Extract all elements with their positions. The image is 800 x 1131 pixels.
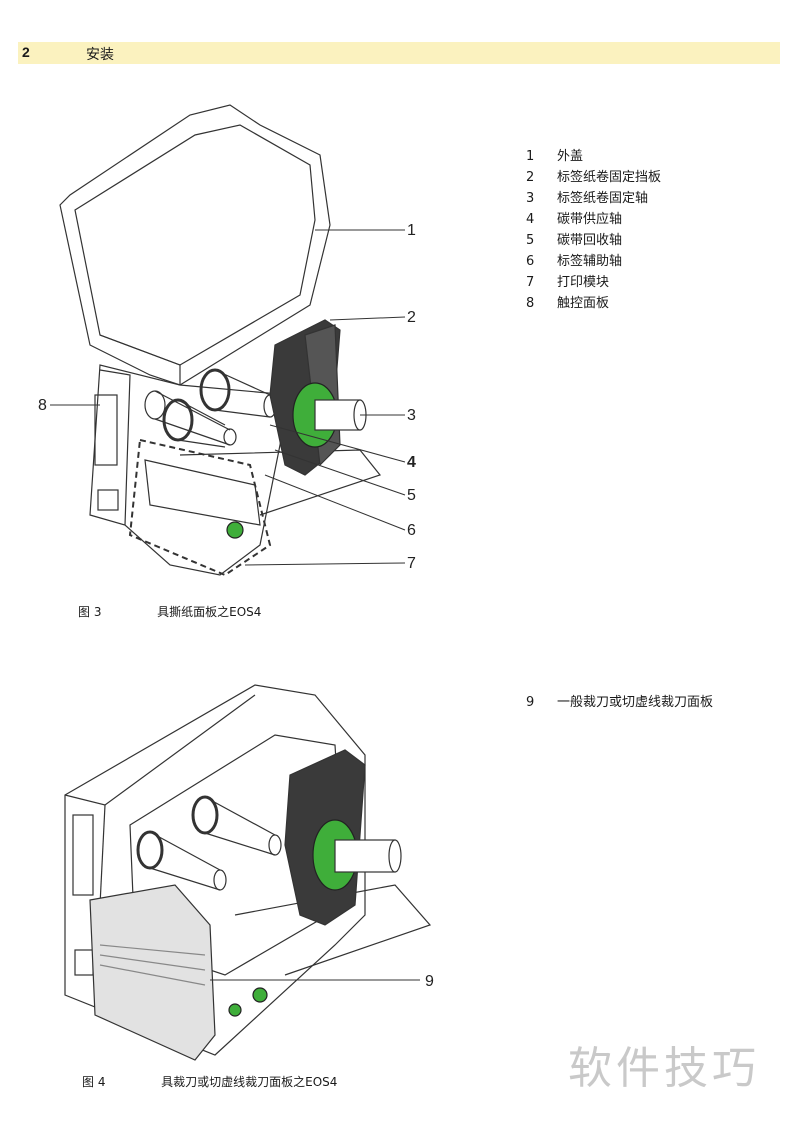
legend-label: 外盖 — [557, 149, 584, 164]
legend-number: 1 — [526, 149, 535, 164]
watermark: 软件技巧 — [568, 1043, 760, 1094]
caption-text: 具裁刀或切虚线裁刀面板之EOS4 — [161, 1075, 338, 1089]
legend-label: 一般裁刀或切虚线裁刀面板 — [557, 695, 714, 710]
legend-number: 4 — [526, 212, 535, 227]
legend-label: 碳带回收轴 — [557, 233, 623, 248]
callout-6: 6 — [407, 522, 416, 539]
callout-2: 2 — [407, 309, 416, 326]
callout-1: 1 — [407, 222, 416, 239]
section-header: 2 安装 — [18, 42, 780, 64]
caption-label: 图 4 — [82, 1075, 106, 1089]
legend-label: 标签纸卷固定轴 — [557, 191, 649, 206]
callout-3: 3 — [407, 407, 416, 424]
caption-label: 图 3 — [78, 605, 102, 619]
legend-label: 碳带供应轴 — [557, 212, 623, 227]
shaft-left — [136, 830, 227, 891]
section-title: 安装 — [86, 47, 114, 63]
legend-number: 3 — [526, 191, 535, 206]
callout-5: 5 — [407, 487, 416, 504]
legend-label: 标签辅助轴 — [557, 254, 623, 269]
shaft-right — [191, 795, 282, 856]
legend-number: 8 — [526, 296, 535, 311]
legend-label: 触控面板 — [557, 296, 610, 311]
legend-number: 5 — [526, 233, 535, 248]
caption-text: 具撕纸面板之EOS4 — [157, 605, 262, 619]
legend-number: 7 — [526, 275, 535, 290]
shaft-5 — [199, 368, 277, 418]
callout-9: 9 — [425, 973, 434, 990]
figure-4-illustration: 9 — [64, 684, 434, 1061]
section-number: 2 — [22, 44, 30, 60]
shaft-4 — [162, 398, 226, 448]
figure-4-caption: 图 4 具裁刀或切虚线裁刀面板之EOS4 — [82, 1073, 337, 1090]
legend-label: 打印模块 — [557, 275, 610, 290]
cutter-panel — [89, 884, 216, 1061]
cover-outline — [59, 104, 331, 386]
legend-label: 标签纸卷固定挡板 — [557, 170, 662, 185]
callout-8: 8 — [38, 397, 47, 414]
shaft-6 — [144, 390, 237, 446]
figure-3-illustration: 1 2 3 4 5 6 7 8 — [38, 104, 416, 577]
printer-body — [89, 364, 291, 576]
figure-3-caption: 图 3 具撕纸面板之EOS4 — [78, 603, 261, 620]
legend-number: 6 — [526, 254, 535, 269]
print-module — [128, 438, 272, 577]
legend-number: 2 — [526, 170, 535, 185]
callout-7: 7 — [407, 555, 416, 572]
legend-number: 9 — [526, 695, 535, 710]
callout-4: 4 — [407, 454, 416, 471]
